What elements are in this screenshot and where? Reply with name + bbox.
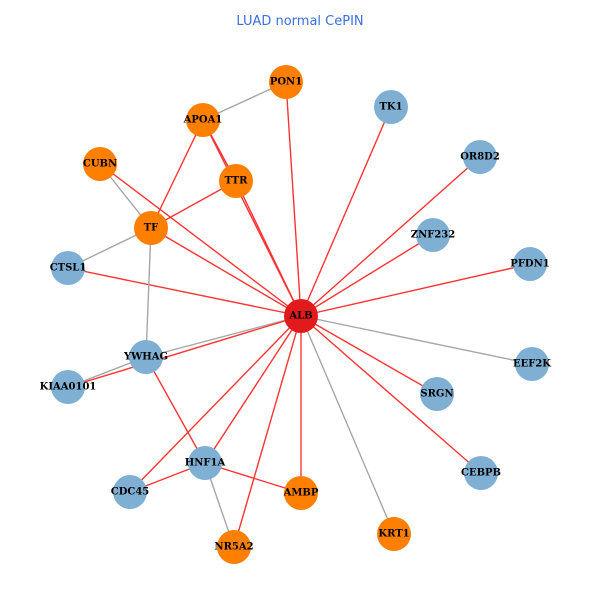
edge-alb-cubn xyxy=(99,163,302,317)
edge-alb-tf xyxy=(150,227,302,317)
node-label: ZNF232 xyxy=(411,230,455,241)
node-label: YWHAG xyxy=(123,352,168,363)
node-circle xyxy=(186,103,220,137)
node-nr5a2[interactable]: NR5A2 xyxy=(214,530,254,564)
node-label: OR8D2 xyxy=(460,152,500,163)
node-label: KIAA0101 xyxy=(40,382,97,393)
node-label: NR5A2 xyxy=(214,542,253,553)
edge-alb-or8d2 xyxy=(300,156,481,317)
chart-title: LUAD normal CePIN xyxy=(236,14,364,29)
node-cebpb[interactable]: CEBPB xyxy=(461,456,501,490)
node-cubn[interactable]: CUBN xyxy=(83,147,117,181)
node-circle xyxy=(515,347,549,381)
node-ambp[interactable]: AMBP xyxy=(283,476,319,510)
node-label: APOA1 xyxy=(183,115,223,126)
node-circle xyxy=(464,456,498,490)
edge-alb-nr5a2 xyxy=(233,315,302,548)
node-label: TTR xyxy=(225,176,249,187)
node-eef2k[interactable]: EEF2K xyxy=(513,347,551,381)
node-pon1[interactable]: PON1 xyxy=(269,65,303,99)
node-circle xyxy=(51,370,85,404)
node-circle xyxy=(113,475,147,509)
node-circle xyxy=(134,211,168,245)
node-label: TF xyxy=(144,223,159,234)
edge-alb-ttr xyxy=(235,180,302,317)
edge-alb-krt1 xyxy=(300,315,395,535)
node-cdc45[interactable]: CDC45 xyxy=(111,475,150,509)
node-circle xyxy=(377,517,411,551)
node-circle xyxy=(219,164,253,198)
edge-alb-srgn xyxy=(300,315,438,395)
node-circle xyxy=(217,530,251,564)
node-label: SRGN xyxy=(420,389,453,400)
node-circle xyxy=(269,65,303,99)
node-or8d2[interactable]: OR8D2 xyxy=(460,140,500,174)
node-label: ALB xyxy=(288,311,312,322)
edge-ywhag-hnf1a xyxy=(145,356,206,464)
node-label: HNF1A xyxy=(185,458,226,469)
edge-alb-pon1 xyxy=(285,81,302,317)
edge-apoa1-tf xyxy=(150,119,204,229)
edge-alb-pfdn1 xyxy=(300,263,531,317)
node-circle xyxy=(513,247,547,281)
node-label: CUBN xyxy=(83,159,117,170)
node-label: PFDN1 xyxy=(510,259,549,270)
node-circle xyxy=(83,147,117,181)
node-label: TK1 xyxy=(379,102,402,113)
node-tk1[interactable]: TK1 xyxy=(374,90,408,124)
node-label: CEBPB xyxy=(461,468,501,479)
node-label: PON1 xyxy=(270,77,302,88)
node-label: KRT1 xyxy=(378,529,409,540)
edge-alb-eef2k xyxy=(300,315,533,365)
node-circle xyxy=(51,251,85,285)
edge-alb-znf232 xyxy=(300,234,434,317)
node-tf[interactable]: TF xyxy=(134,211,168,245)
node-circle xyxy=(420,377,454,411)
node-circle xyxy=(416,218,450,252)
edge-alb-cdc45 xyxy=(129,315,302,493)
edge-alb-ywhag xyxy=(145,315,302,358)
node-pfdn1[interactable]: PFDN1 xyxy=(510,247,550,281)
node-label: CDC45 xyxy=(111,487,150,498)
edge-tf-ywhag xyxy=(145,227,152,358)
edge-alb-cebpb xyxy=(300,315,482,474)
node-label: EEF2K xyxy=(513,359,551,370)
node-circle xyxy=(463,140,497,174)
edge-alb-ctsl1 xyxy=(67,267,302,317)
edge-alb-kiaa0101 xyxy=(67,315,302,388)
edges-layer xyxy=(67,81,533,548)
node-circle xyxy=(129,340,163,374)
edge-alb-tk1 xyxy=(300,106,392,317)
edge-alb-hnf1a xyxy=(204,315,302,464)
node-hnf1a[interactable]: HNF1A xyxy=(185,446,226,480)
node-ywhag[interactable]: YWHAG xyxy=(123,340,168,374)
node-circle xyxy=(188,446,222,480)
node-label: AMBP xyxy=(283,488,319,499)
node-kiaa0101[interactable]: KIAA0101 xyxy=(40,370,97,404)
node-circle xyxy=(284,476,318,510)
node-alb[interactable]: ALB xyxy=(284,299,318,333)
node-circle xyxy=(374,90,408,124)
node-krt1[interactable]: KRT1 xyxy=(377,517,411,551)
node-srgn[interactable]: SRGN xyxy=(420,377,454,411)
node-label: CTSL1 xyxy=(50,263,87,274)
node-ttr[interactable]: TTR xyxy=(219,164,253,198)
node-ctsl1[interactable]: CTSL1 xyxy=(50,251,87,285)
node-circle xyxy=(284,299,318,333)
node-znf232[interactable]: ZNF232 xyxy=(411,218,455,252)
node-apoa1[interactable]: APOA1 xyxy=(183,103,223,137)
